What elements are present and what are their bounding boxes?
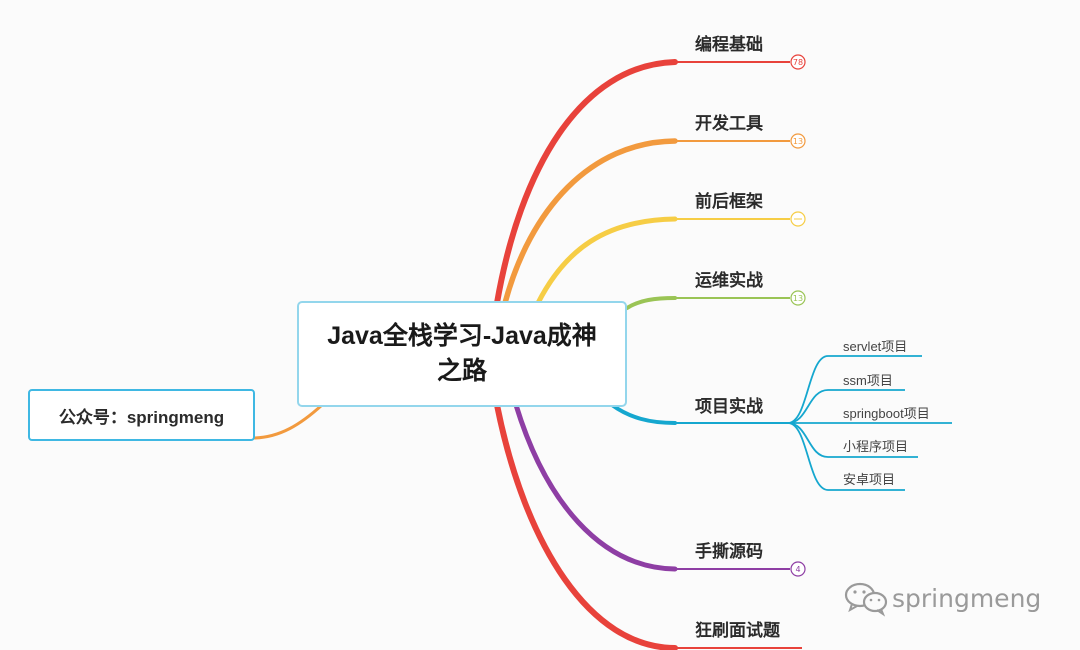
subtopic-4-label[interactable]: 安卓项目 [843,472,896,487]
subtopic-0-label[interactable]: servlet项目 [843,339,908,354]
subtopic-3-label[interactable]: 小程序项目 [843,439,909,454]
connector-left-topic [253,403,324,440]
connector-sub-3 [787,422,829,458]
branch-1-label[interactable]: 开发工具 [695,114,763,133]
connector-branch-4 [610,403,677,425]
branch-3-label[interactable]: 运维实战 [695,271,763,290]
connector-branch-5 [513,402,678,572]
left-topic[interactable]: 公众号：springmeng [28,389,255,441]
badge-3: 13 [793,294,803,303]
connector-sub-4 [787,422,829,491]
wechat-icon [844,582,888,617]
badge-circle-5[interactable] [790,561,806,577]
subtopic-2-label[interactable]: springboot项目 [843,406,930,421]
branch-5-label[interactable]: 手撕源码 [695,542,763,561]
connector-branch-3 [625,296,677,310]
connector-sub-0 [787,355,829,424]
badge-circle-3[interactable] [790,290,806,306]
subtopic-1-label[interactable]: ssm项目 [843,373,893,388]
watermark: springmeng [842,578,1041,618]
badge-circle-1[interactable] [790,133,806,149]
branch-0-label[interactable]: 编程基础 [695,35,763,54]
connector-branch-0 [494,59,678,306]
badge-circle-0[interactable] [790,54,806,70]
connector-branch-6 [494,402,678,650]
branch-6-label[interactable]: 狂刷面试题 [695,621,780,640]
connector-branch-1 [502,138,678,306]
watermark-text: springmeng [892,583,1042,613]
connector-branch-2 [535,216,678,306]
branch-2-label[interactable]: 前后框架 [695,192,763,211]
badge-0: 78 [793,58,803,67]
left-topic-label: 公众号：springmeng [58,407,225,427]
central-topic[interactable]: Java全栈学习-Java成神之路 [297,301,627,407]
central-topic-label: Java全栈学习-Java成神之路 [327,322,597,385]
branch-4-label[interactable]: 项目实战 [695,397,763,416]
badge-5: 4 [795,565,800,574]
badge-1: 13 [793,137,803,146]
connector-sub-1 [787,389,829,424]
